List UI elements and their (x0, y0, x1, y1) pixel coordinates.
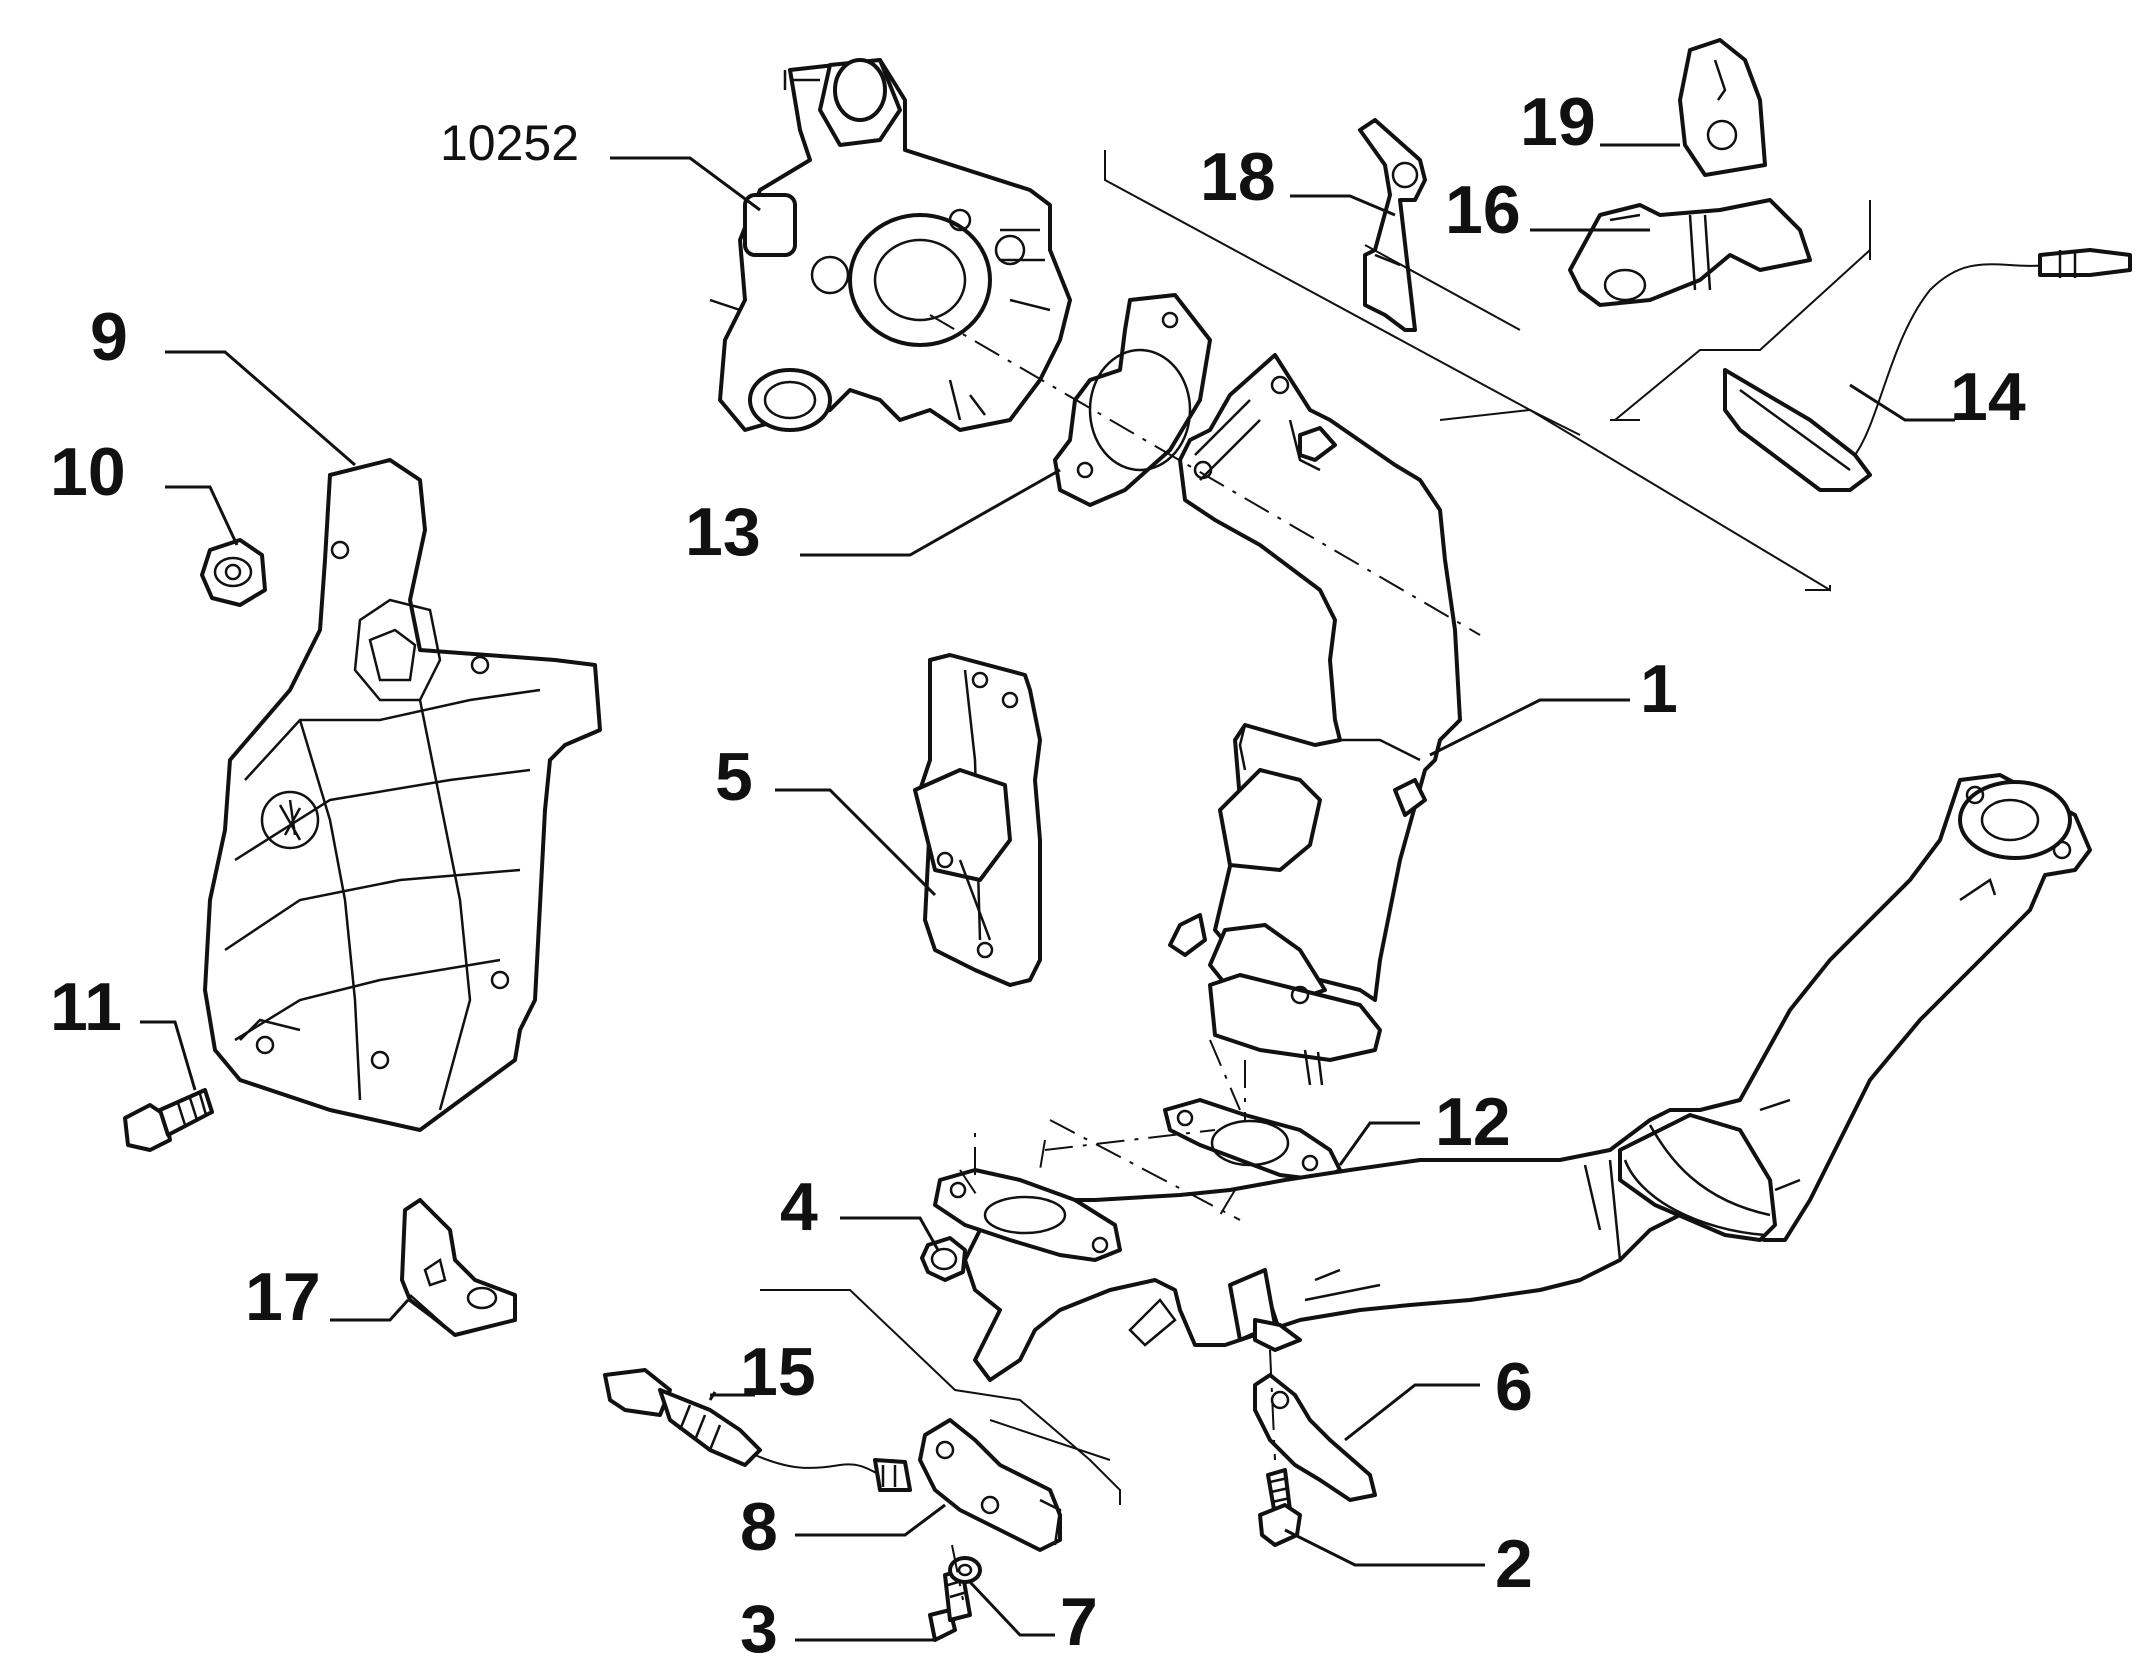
callout-2: 2 (1495, 1526, 1533, 1602)
assembly-axis-lines (929, 314, 1481, 1601)
flange-gasket-part-12[interactable] (1163, 1098, 1342, 1182)
bracket-part-5[interactable] (913, 653, 1042, 987)
callout-5: 5 (715, 739, 753, 815)
callout-12: 12 (1435, 1084, 1511, 1160)
callout-1: 1 (1640, 651, 1678, 727)
callout-18: 18 (1200, 139, 1276, 215)
callout-17: 17 (245, 1259, 321, 1335)
bracket-part-18[interactable] (1358, 118, 1427, 332)
oxygen-sensor-part-14[interactable] (1723, 248, 2132, 492)
callout-leader-lines (140, 143, 1955, 1642)
callout-labels: 10252 1 2 3 4 5 6 7 8 9 10 11 12 13 14 1… (50, 84, 2026, 1667)
turbocharger-part-10252[interactable] (709, 58, 1072, 432)
callout-10252: 10252 (440, 115, 579, 171)
section-outline-lines (760, 150, 1871, 1505)
callout-14: 14 (1950, 359, 2026, 435)
washer-part-7[interactable] (948, 1556, 982, 1584)
callout-8: 8 (740, 1489, 778, 1565)
callout-19: 19 (1520, 84, 1596, 160)
callout-16: 16 (1445, 172, 1521, 248)
callout-11: 11 (50, 969, 122, 1045)
support-bracket-part-6[interactable] (1253, 1373, 1377, 1502)
nut-part-10[interactable] (200, 538, 267, 607)
bolt-part-11[interactable] (123, 1088, 214, 1152)
catalytic-converter-part-1[interactable] (1168, 353, 1462, 1086)
callout-13: 13 (685, 494, 761, 570)
callout-6: 6 (1495, 1349, 1533, 1425)
callout-15: 15 (740, 1334, 816, 1410)
callout-9: 9 (90, 299, 128, 375)
bracket-part-19[interactable] (1678, 38, 1767, 177)
front-exhaust-pipe[interactable] (963, 773, 2092, 1382)
callout-7: 7 (1060, 1584, 1098, 1660)
callout-10: 10 (50, 434, 126, 510)
callout-3: 3 (740, 1591, 778, 1667)
callout-4: 4 (780, 1169, 818, 1245)
heat-shield-part-9[interactable] (203, 458, 602, 1132)
gasket-part-13[interactable] (1053, 293, 1212, 507)
mount-bracket-part-8[interactable] (918, 1418, 1062, 1552)
pipe-inlet-flange[interactable] (933, 1168, 1122, 1262)
bracket-part-17[interactable] (400, 1198, 517, 1337)
oxygen-sensor-part-15[interactable] (603, 1368, 912, 1492)
nut-part-4[interactable] (920, 1236, 967, 1282)
bracket-part-16[interactable] (1568, 198, 1812, 307)
